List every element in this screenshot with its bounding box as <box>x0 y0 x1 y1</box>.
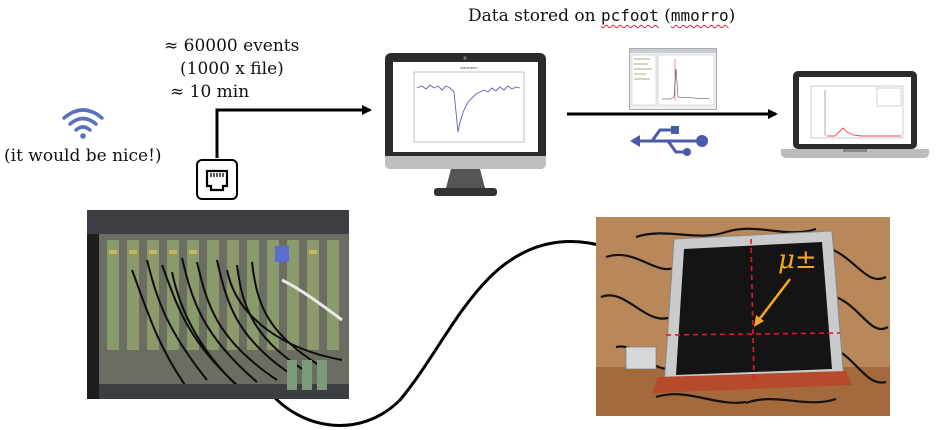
laptop-icon <box>781 70 929 160</box>
ethernet-to-pc-arrow <box>215 105 372 158</box>
acquisition-duration: ≈ 10 min <box>170 82 250 102</box>
storage-caption: Data stored on pcfoot (mmorro) <box>468 6 735 26</box>
desktop-monitor-icon: waveform <box>384 52 547 198</box>
storage-prefix: Data stored on <box>468 6 601 26</box>
events-count: ≈ 60000 events <box>164 36 300 56</box>
analysis-screenshot <box>629 48 717 110</box>
muon-label: μ± <box>778 245 817 275</box>
paren-open: ( <box>658 6 671 26</box>
ethernet-port-icon <box>196 159 238 200</box>
paren-close: ) <box>728 6 736 26</box>
events-per-file: (1000 x file) <box>180 59 284 79</box>
host-name: pcfoot <box>601 6 659 25</box>
svg-text:waveform: waveform <box>460 66 478 70</box>
user-name: mmorro <box>670 6 729 25</box>
electronics-crate-photo <box>87 210 349 399</box>
detector-photo: μ± <box>596 217 890 416</box>
wifi-note: (it would be nice!) <box>4 146 162 166</box>
